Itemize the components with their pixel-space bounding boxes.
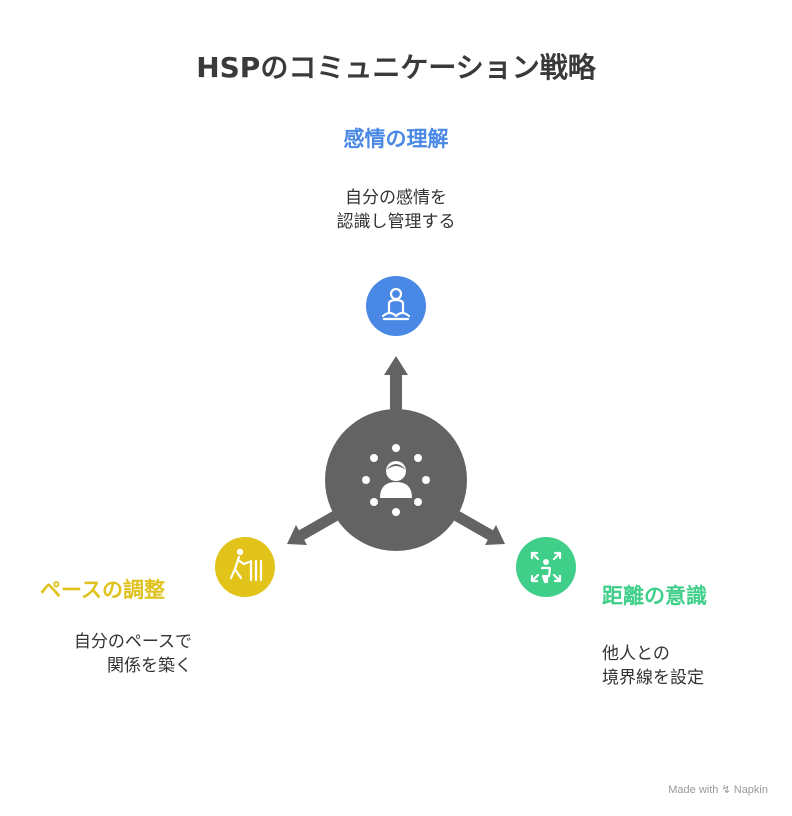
arrow-left: [287, 511, 338, 545]
arrow-right: [454, 511, 505, 545]
description-line: 他人との: [602, 644, 670, 664]
description-line: 境界線を設定: [602, 668, 704, 688]
person-expand-arrows-icon: [530, 551, 562, 584]
watermark-made-with: Made with: [668, 784, 719, 796]
diagram-title: HSPのコミュニケーション戦略: [196, 51, 596, 84]
meditation-icon: [381, 287, 411, 321]
person-surrounded-icon: [362, 444, 430, 516]
napkin-logo-icon: ↯: [721, 784, 731, 796]
heading-distance-awareness: 距離の意識: [602, 584, 707, 608]
description-line: 自分の感情を: [345, 188, 447, 208]
description-line: 認識し管理する: [336, 212, 456, 232]
description-line: 自分のペースで: [73, 632, 192, 652]
description-line: 関係を築く: [107, 656, 192, 676]
top-node: [366, 276, 426, 336]
walking-person-icon: [229, 548, 263, 582]
description-emotion-understanding: 自分の感情を 認識し管理する: [0, 186, 792, 234]
left-node: [215, 537, 275, 597]
watermark-brand: Napkin: [733, 784, 768, 796]
heading-pace-adjustment: ペースの調整: [40, 578, 165, 602]
arrow-top: [384, 356, 408, 414]
description-distance-awareness: 他人との 境界線を設定: [602, 642, 704, 690]
heading-emotion-understanding: 感情の理解: [343, 127, 449, 151]
description-pace-adjustment: 自分のペースで 関係を築く: [20, 630, 192, 678]
napkin-watermark[interactable]: Made with ↯ Napkin: [668, 783, 768, 796]
